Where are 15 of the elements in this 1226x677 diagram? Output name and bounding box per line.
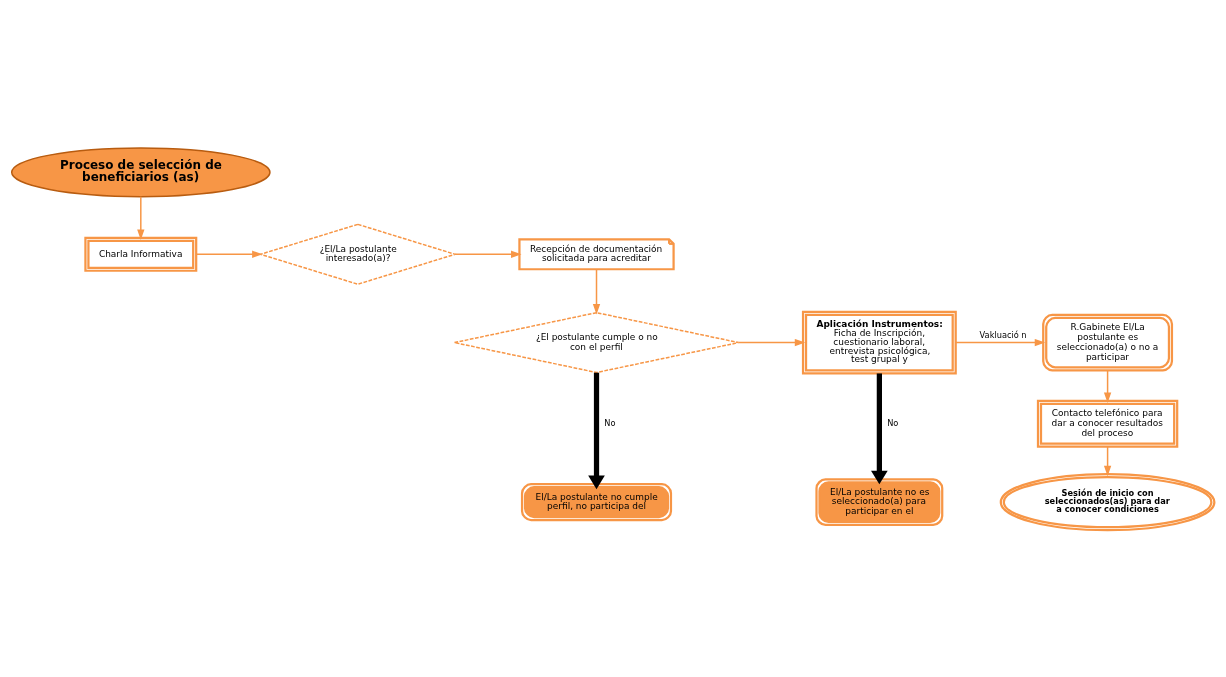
arrow: [137, 195, 145, 240]
arrow: [1103, 369, 1112, 403]
edge-label: Vakluació n: [979, 329, 1027, 340]
arrow: [955, 338, 1046, 346]
edge-label: No: [887, 417, 899, 428]
arrow: [588, 372, 605, 489]
node-diamond: ¿El postulante cumple o no con el perfil: [453, 311, 740, 373]
arrow: [195, 250, 263, 258]
arrow: [454, 250, 522, 258]
arrow: [1103, 445, 1112, 476]
arrow: [871, 372, 888, 484]
node-ellipse: Proceso de selección de beneficiarios (as): [10, 146, 271, 197]
edge-label: No: [604, 417, 616, 428]
arrow: [592, 268, 601, 315]
arrow: [738, 338, 806, 346]
